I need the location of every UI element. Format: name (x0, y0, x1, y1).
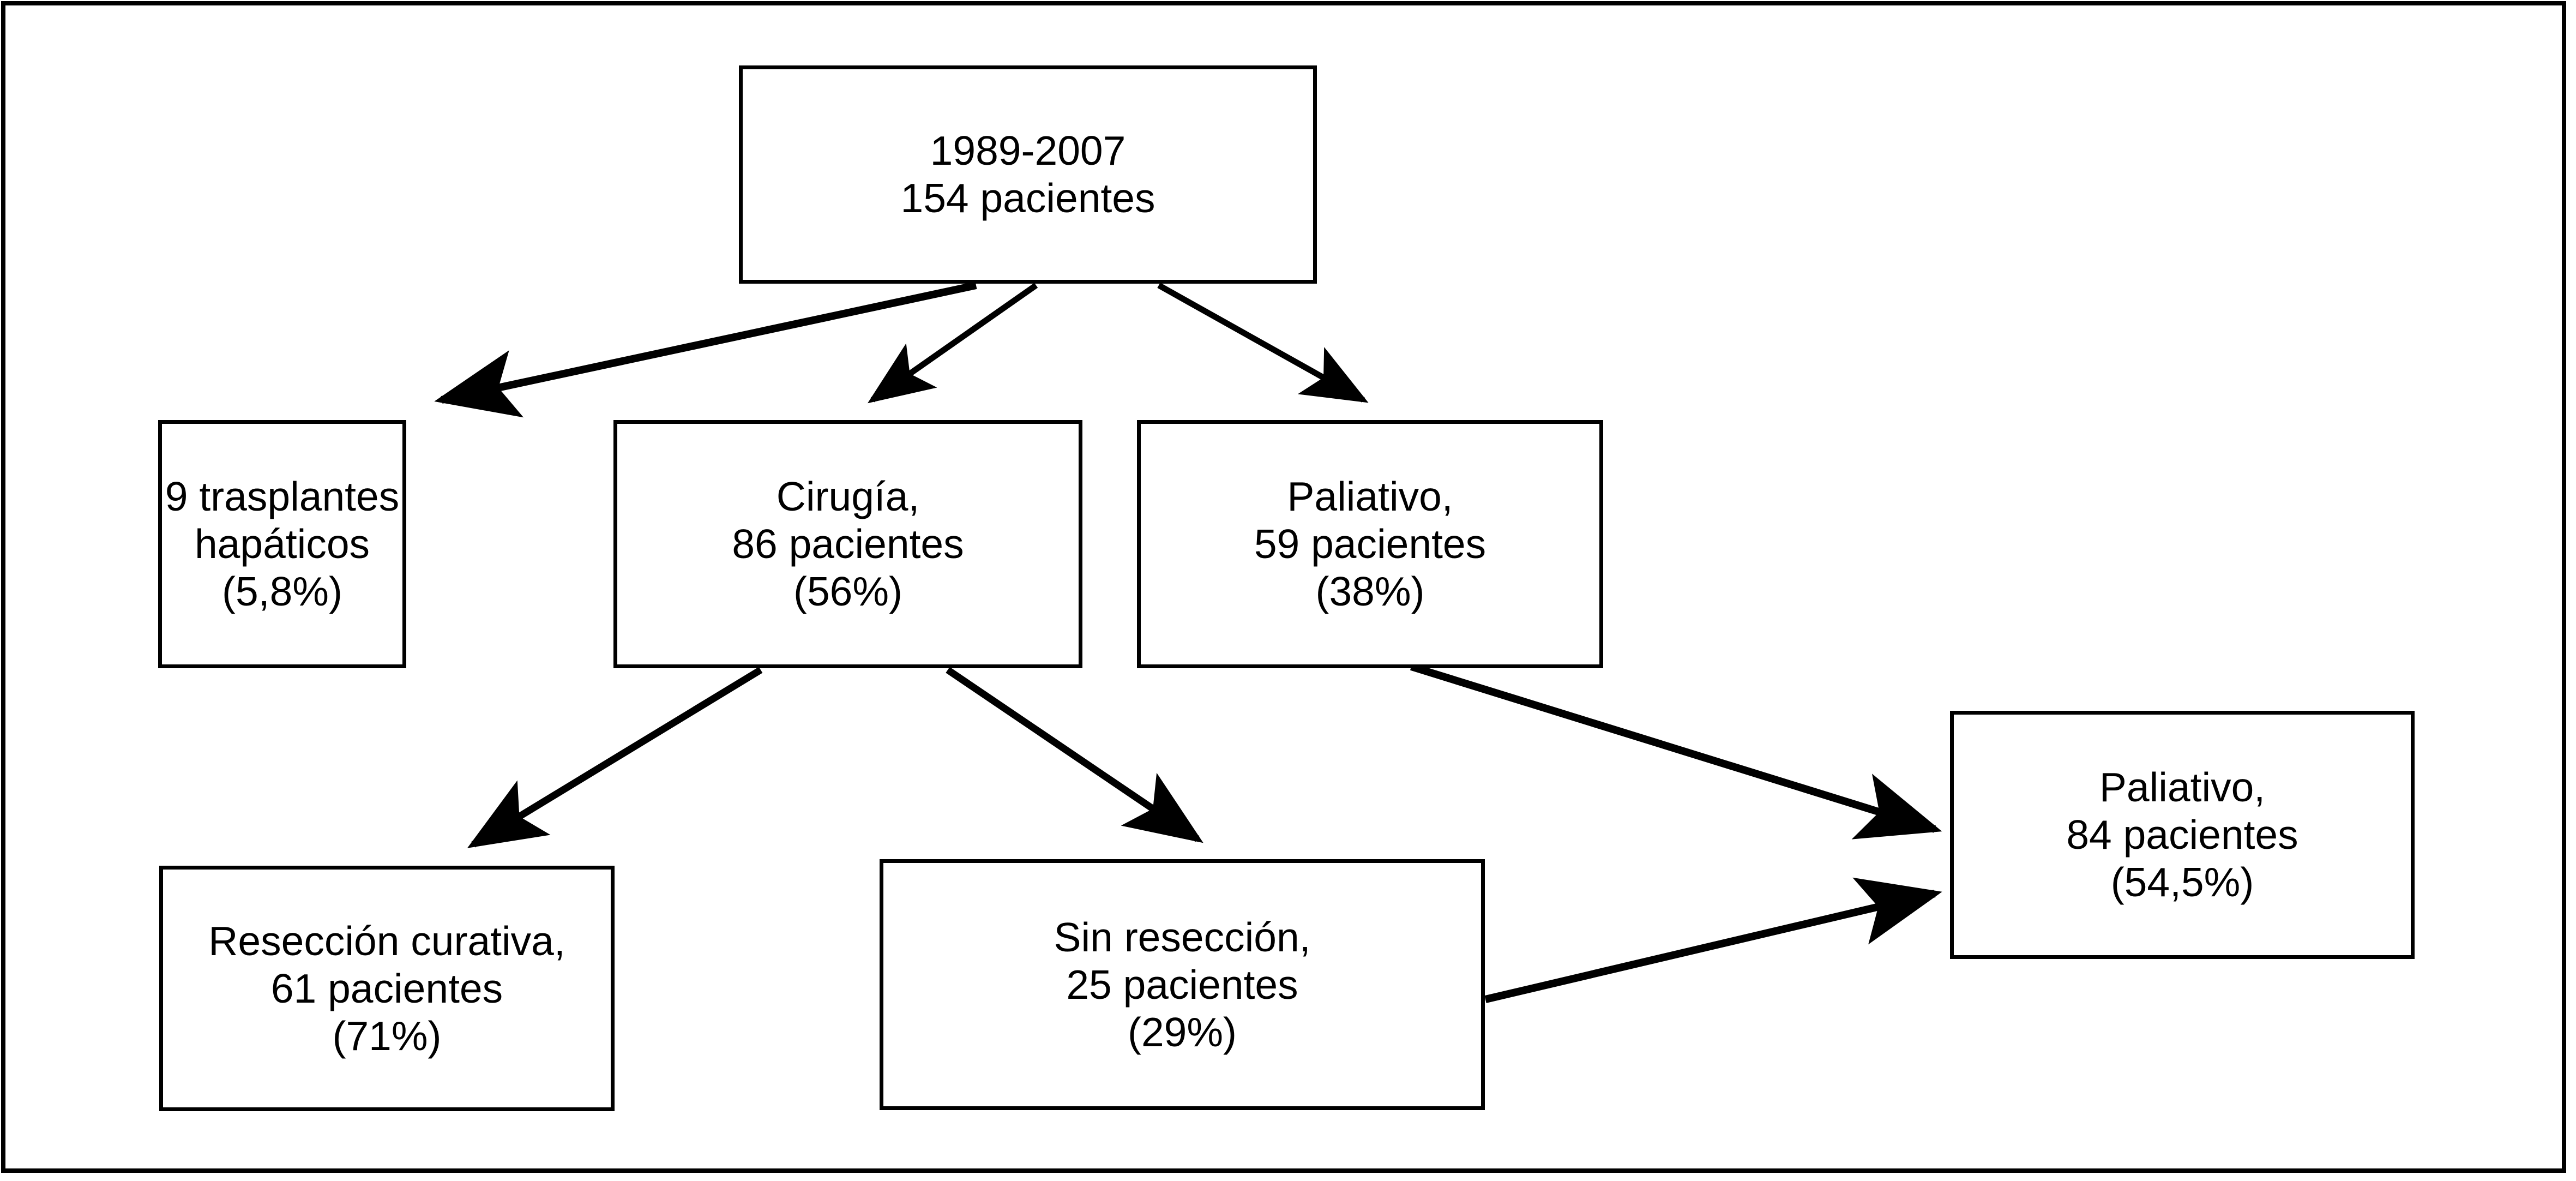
curative-resection-box[interactable]: Resección curativa, 61 pacientes (71%) (159, 866, 615, 1111)
transplant-line-2: hapáticos (194, 521, 370, 567)
no-resection-box[interactable]: Sin resección, 25 pacientes (29%) (880, 859, 1485, 1110)
palliative-primary-box[interactable]: Paliativo, 59 pacientes (38%) (1137, 420, 1603, 668)
cohort-line-2: 154 pacientes (900, 175, 1155, 221)
no-resection-line-1: Sin resección, (1054, 914, 1311, 960)
surgery-line-3: (56%) (793, 568, 903, 614)
palliative-total-box[interactable]: Paliativo, 84 pacientes (54,5%) (1950, 711, 2415, 959)
curative-line-1: Resección curativa, (208, 918, 565, 964)
palliative-primary-line-2: 59 pacientes (1254, 521, 1486, 567)
transplant-line-3: (5,8%) (222, 568, 342, 614)
palliative-total-line-2: 84 pacientes (2066, 812, 2298, 858)
cohort-line-1: 1989-2007 (930, 128, 1126, 173)
surgery-box[interactable]: Cirugía, 86 pacientes (56%) (613, 420, 1082, 668)
curative-line-3: (71%) (332, 1012, 442, 1059)
no-resection-line-2: 25 pacientes (1066, 961, 1298, 1008)
palliative-total-line-1: Paliativo, (2099, 764, 2266, 810)
no-resection-line-3: (29%) (1127, 1009, 1237, 1055)
surgery-line-2: 86 pacientes (732, 521, 964, 567)
curative-line-2: 61 pacientes (270, 965, 503, 1011)
transplant-line-1: 9 trasplantes (165, 473, 400, 519)
palliative-primary-line-1: Paliativo, (1287, 473, 1453, 519)
cohort-box[interactable]: 1989-2007 154 pacientes (739, 65, 1317, 284)
liver-transplant-box[interactable]: 9 trasplantes hapáticos (5,8%) (158, 420, 406, 668)
palliative-primary-line-3: (38%) (1315, 568, 1425, 614)
surgery-line-1: Cirugía, (776, 473, 920, 519)
palliative-total-line-3: (54,5%) (2110, 859, 2254, 905)
